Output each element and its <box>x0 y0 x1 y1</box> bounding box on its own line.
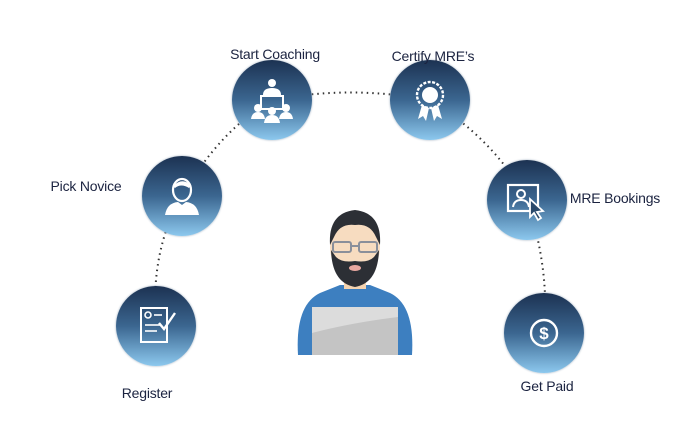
award-ribbon-icon <box>415 80 445 121</box>
user-icon <box>165 177 199 215</box>
step-label-start-coaching: Start Coaching <box>230 46 320 62</box>
screen-cursor-icon <box>506 183 545 222</box>
form-check-icon <box>140 307 176 343</box>
step-label-pick-novice: Pick Novice <box>50 178 122 194</box>
person-with-laptop-illustration <box>297 210 413 355</box>
step-label-mre-bookings: MRE Bookings <box>569 190 661 206</box>
step-mre-bookings-node[interactable] <box>487 160 567 240</box>
svg-text:$: $ <box>539 324 549 343</box>
step-label-certify: Certify MRE’s <box>391 48 475 64</box>
step-get-paid-node[interactable]: $ <box>504 293 584 373</box>
presentation-icon <box>251 79 293 123</box>
step-pick-novice-node[interactable] <box>142 156 222 236</box>
dollar-icon: $ <box>529 318 559 348</box>
step-start-coaching-node[interactable] <box>232 60 312 140</box>
step-label-register: Register <box>121 385 173 401</box>
step-register-node[interactable] <box>116 286 196 366</box>
step-label-get-paid: Get Paid <box>520 378 574 394</box>
step-certify-node[interactable] <box>390 60 470 140</box>
